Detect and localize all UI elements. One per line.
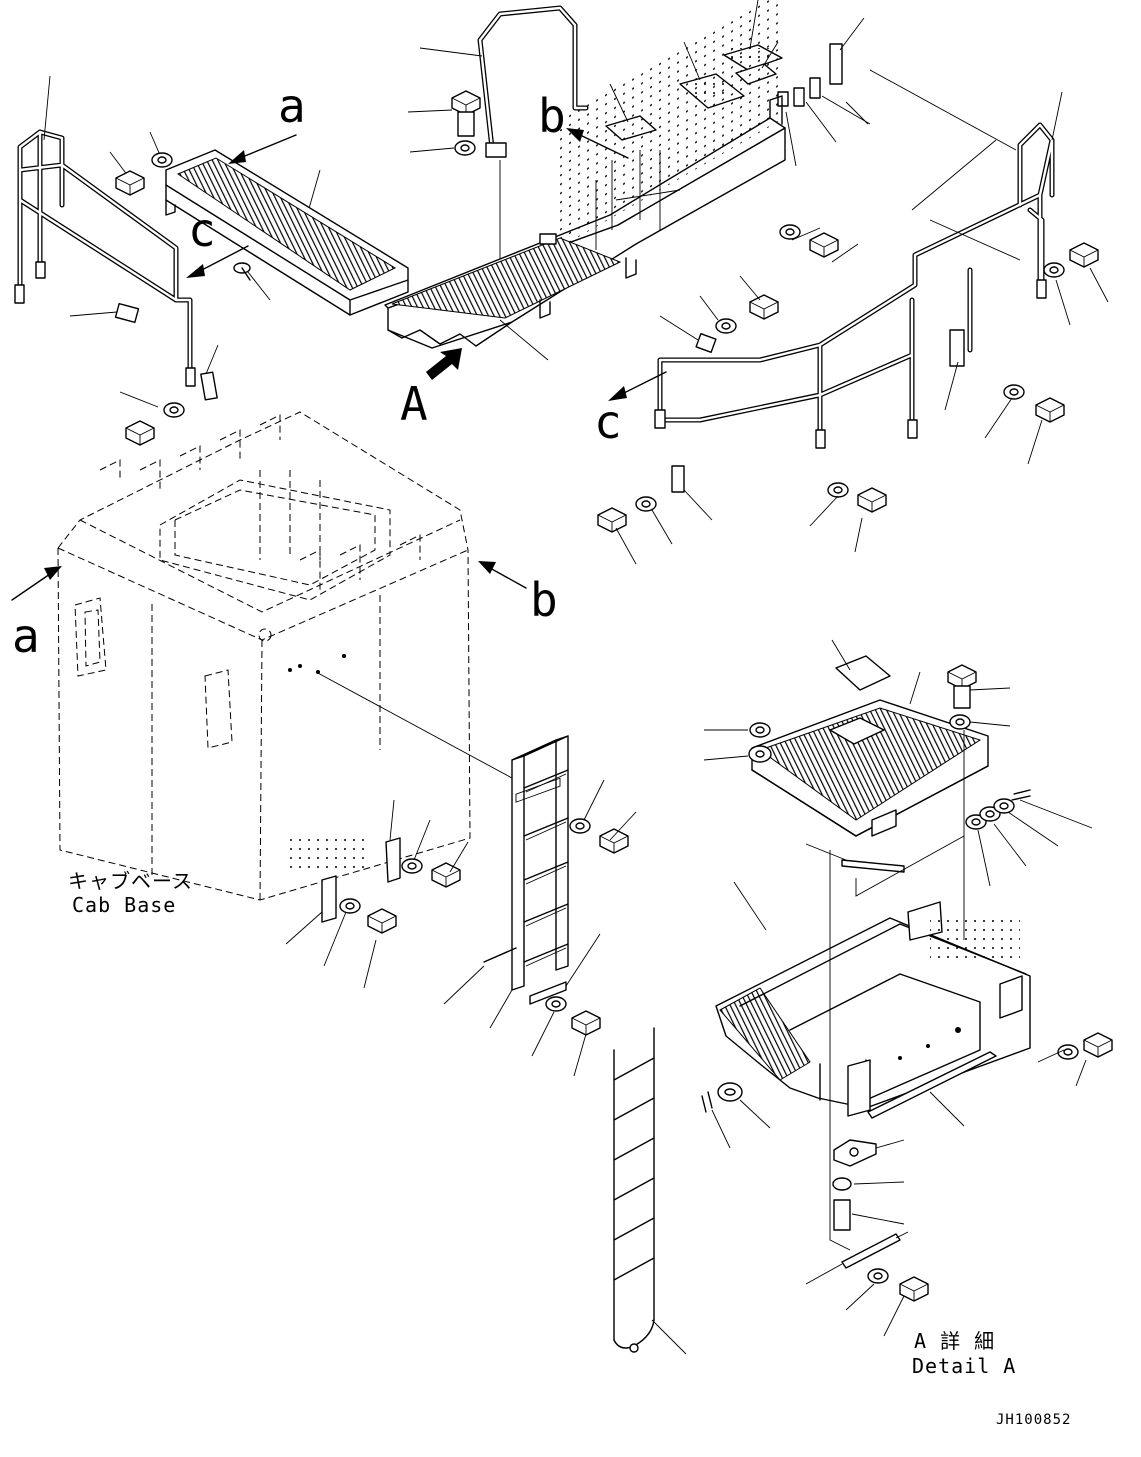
main-step-frame (384, 0, 786, 349)
washer-icon (779, 224, 801, 240)
base-leader-lines (711, 730, 1087, 1251)
detail-a-label-en: Detail A (912, 1354, 1016, 1378)
left-handrail-leader-lines (43, 75, 321, 408)
bracket-leader-lines (285, 799, 469, 989)
detail-a-top-grate (751, 655, 989, 837)
bolt-icon (1035, 397, 1065, 423)
spacer-plate-icon (695, 332, 717, 354)
arrow-c-left (186, 245, 249, 278)
bolt-shank (457, 111, 475, 137)
washer-icon (993, 798, 1015, 814)
bolt-icon (899, 1276, 929, 1302)
left-step-plate (165, 149, 409, 316)
pin-icon (701, 1091, 713, 1113)
washer-icon (454, 140, 476, 156)
top-handle (477, 5, 589, 158)
bolt-icon (571, 1010, 601, 1036)
rope-leader-line (651, 1319, 687, 1355)
frame-leader-lines (499, 319, 549, 361)
view-label-b-side: b (530, 573, 558, 627)
washer-icon (715, 318, 737, 334)
view-label-a-top: a (278, 79, 306, 133)
bolt-icon (809, 232, 839, 258)
arrow-a-side (11, 566, 62, 601)
bolt-icon (1083, 1032, 1113, 1058)
bolt-icon (115, 170, 145, 196)
washer-icon (749, 722, 771, 738)
detail-a-leader-lines (703, 639, 1093, 829)
bolt-icon (367, 908, 397, 934)
rod (805, 835, 965, 897)
pin-leader-lines (977, 811, 1059, 887)
bolt-icon (597, 507, 627, 533)
arrow-b-side (478, 561, 527, 589)
view-label-A-arrow: A (400, 377, 428, 431)
detail-a-label-jp: A 詳 細 (914, 1329, 995, 1353)
washer-icon (339, 898, 361, 914)
lower-fasteners (832, 1139, 901, 1269)
pin-icon (233, 262, 251, 281)
arrow-c-right (608, 371, 667, 401)
rope-ladder (613, 1027, 655, 1353)
nut-icon (748, 745, 772, 763)
view-label-c-left: c (188, 203, 216, 257)
washer-icon (569, 818, 591, 834)
cab-base-label-jp: キャブベース (68, 869, 193, 893)
nut-icon (717, 1082, 743, 1102)
mounting-brackets (321, 837, 401, 923)
cab-base-label-en: Cab Base (72, 893, 176, 917)
mid-leader-lines (659, 227, 859, 341)
bolt-icon (1069, 242, 1099, 268)
washer-icon (1003, 384, 1025, 400)
left-handrail (14, 129, 218, 401)
view-a-arrow (426, 348, 462, 380)
view-label-c-right: c (594, 395, 622, 449)
cab-base-dashed (57, 411, 513, 901)
bolt-icon (749, 294, 779, 320)
top-leader-lines (407, 47, 501, 300)
arrow-a-top (228, 134, 297, 164)
washer-icon (635, 496, 657, 512)
view-label-a-side: a (12, 609, 40, 663)
washer-icon (163, 402, 185, 418)
drawing-code: JH100852 (996, 1412, 1071, 1428)
bolt-icon (431, 862, 461, 888)
bolt-icon (599, 828, 629, 854)
washer-icon (867, 1268, 889, 1284)
ladder-leader-lines (443, 779, 637, 1077)
washer-icon (1043, 262, 1065, 278)
washer-icon (401, 858, 423, 874)
washer-icon (949, 714, 971, 730)
lower-leader-lines (805, 1139, 909, 1337)
ladder (483, 735, 569, 1005)
pin-icon (1011, 789, 1031, 801)
right-handrail-leader-lines (615, 69, 1109, 565)
washer-icon (151, 152, 173, 168)
bolt-icon (857, 487, 887, 513)
bolt-icon (125, 420, 155, 446)
washer-icon (1057, 1044, 1079, 1060)
bolt-shank (953, 685, 971, 709)
detail-a-base-frame (715, 901, 1031, 1119)
washer-icon (827, 482, 849, 498)
washer-icon (545, 996, 567, 1012)
